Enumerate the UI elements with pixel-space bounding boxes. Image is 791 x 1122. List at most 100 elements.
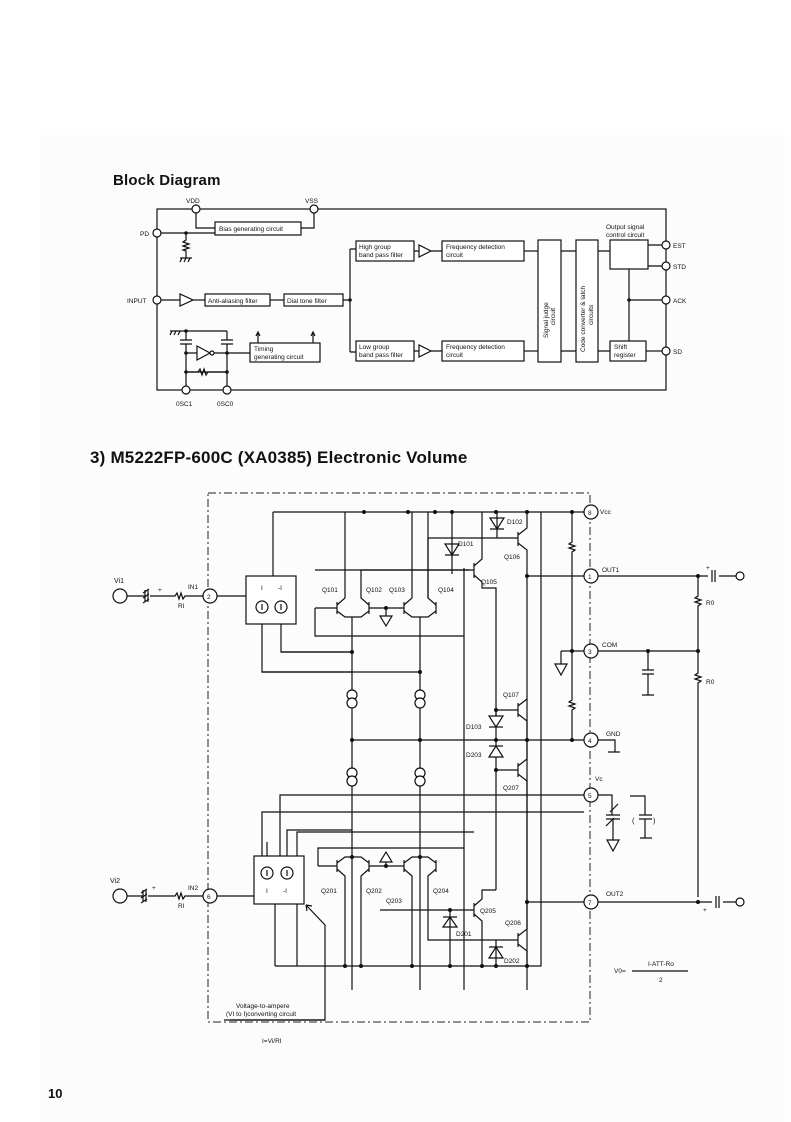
block-signal-judge (537, 239, 562, 363)
vc-variable-source-alt (630, 795, 652, 839)
pin-osc1 (181, 385, 191, 395)
q205 (380, 889, 496, 966)
block-output-ctrl (609, 239, 649, 270)
vi-converter-2 (253, 855, 305, 905)
label-input: INPUT (127, 298, 147, 305)
label-ack: ACK (673, 298, 687, 305)
label-q101: Q101 (322, 587, 338, 594)
label-q203: Q203 (386, 898, 402, 905)
plus-out2: + (703, 907, 707, 914)
pin-5-number: 5 (588, 793, 592, 800)
text-signal-judge-2: circuit (550, 308, 557, 325)
label-q201: Q201 (321, 888, 337, 895)
label-osc0: 0SC0 (217, 401, 234, 408)
text-freq-det-low-2: circuit (446, 352, 463, 359)
label-ri1: RI (178, 603, 185, 610)
callout-line-2: (VI to I)converting circuit (226, 1011, 296, 1018)
page-number: 10 (48, 1086, 63, 1101)
pin-8-number: 8 (588, 510, 592, 517)
coupling-capacitor-1 (142, 588, 150, 604)
ground-reference-icon-2 (378, 850, 394, 863)
pin-std (661, 261, 671, 271)
pin-1-number: 1 (588, 574, 592, 581)
current-sink-icons (346, 689, 426, 787)
label-out1: OUT1 (602, 567, 620, 574)
label-d103: D103 (466, 724, 482, 731)
pin-2-number: 2 (207, 594, 211, 601)
pin-4-number: 4 (588, 738, 592, 745)
label-r0-2: R0 (706, 679, 715, 686)
plus-1: + (158, 587, 162, 594)
out1-terminal (735, 571, 745, 581)
osc-resistor (186, 367, 227, 377)
formula-lhs: V0= (614, 968, 626, 975)
oscillator-network (170, 330, 233, 373)
formula-numerator: I-ATT-Ro (648, 961, 674, 968)
electronic-volume-heading: 3) M5222FP-600C (XA0385) Electronic Volu… (90, 448, 468, 467)
text-shift-2: register (614, 352, 637, 359)
q105 (315, 512, 497, 890)
text-freq-det-high-1: Frequency detection (446, 244, 505, 251)
label-r0-1: R0 (706, 600, 715, 607)
com-capacitor (598, 650, 698, 696)
label-q107: Q107 (503, 692, 519, 699)
label-com: COM (602, 642, 617, 649)
block-diagram-heading: Block Diagram (113, 172, 221, 189)
text-dial-tone: Dial tone filter (287, 298, 328, 305)
label-d102: D102 (507, 519, 523, 526)
pin-8-vcc (583, 504, 599, 520)
com-reference-icon (553, 663, 569, 677)
label-pd: PD (140, 231, 149, 238)
text-output-ctrl-2: control circuit (606, 232, 644, 239)
paren-close: ) (653, 816, 656, 825)
current-equation: I=Vi/RI (262, 1038, 282, 1045)
label-out2: OUT2 (606, 891, 624, 898)
label-q207: Q207 (503, 785, 519, 792)
input-amp-icon (179, 293, 195, 307)
label-d201: D201 (456, 931, 472, 938)
r0-divider (693, 576, 703, 897)
ground-reference-icon (378, 615, 394, 628)
text-freq-det-low-1: Frequency detection (446, 344, 505, 351)
label-std: STD (673, 264, 686, 271)
text-high-group-2: band pass filter (359, 252, 404, 259)
pin-ack (661, 295, 671, 305)
bottom-rail-dots (343, 964, 529, 968)
label-q106: Q106 (504, 554, 520, 561)
q207 (496, 740, 528, 900)
text-timing-2: generating circuit (254, 354, 304, 361)
label-q202: Q202 (366, 888, 382, 895)
plus-2: + (152, 885, 156, 892)
label-q204: Q204 (433, 888, 449, 895)
block-timing (249, 342, 321, 363)
conv2-i-neg: -I (283, 888, 287, 895)
label-ri2: RI (178, 903, 185, 910)
paren-open: ( (632, 816, 635, 825)
label-vc: Vc (595, 776, 603, 783)
text-low-group-1: Low group (359, 344, 390, 351)
label-q103: Q103 (389, 587, 405, 594)
text-timing-1: Timing (254, 346, 274, 353)
conv1-i-neg: -I (278, 585, 282, 592)
label-q105: Q105 (481, 579, 497, 586)
text-shift-1: Shift (614, 344, 627, 351)
conv2-i-pos: I (266, 888, 268, 895)
vc-variable-source (598, 794, 620, 840)
block-code-converter (575, 239, 599, 363)
label-osc1: 0SC1 (176, 401, 193, 408)
bias-resistors (567, 512, 577, 740)
conv1-i-pos: I (261, 585, 263, 592)
label-vss: VSS (305, 198, 319, 205)
pin-7-number: 7 (588, 900, 592, 907)
label-q104: Q104 (438, 587, 454, 594)
coupling-capacitor-2 (140, 888, 148, 904)
label-q205: Q205 (480, 908, 496, 915)
label-in1: IN1 (188, 584, 199, 591)
label-q206: Q206 (505, 920, 521, 927)
text-output-ctrl-1: Output signal (606, 224, 645, 231)
label-d101: D101 (458, 541, 474, 548)
label-d202: D202 (504, 958, 520, 965)
q107 (496, 698, 528, 740)
label-vdd: VDD (186, 198, 200, 205)
